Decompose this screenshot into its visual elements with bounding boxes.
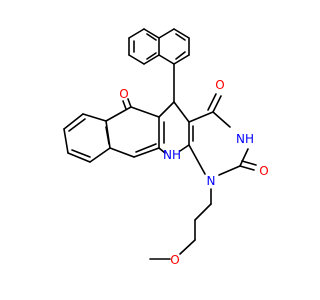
bond [127,98,132,108]
bond [105,106,132,122]
bond-double-inner [175,33,186,41]
bond [194,203,212,221]
bond [63,113,84,130]
bond [188,144,206,175]
bond [109,147,135,158]
bond-layer [63,28,257,260]
bond [212,95,222,113]
atom-label-imide-nitrogen: NH [236,132,254,146]
bond-double-inner [175,51,186,60]
bond [158,54,175,65]
atom-label-ketone-oxygen: O [119,87,128,101]
bond [173,54,190,65]
bond [143,54,160,65]
bond-double-inner [146,33,157,41]
bond [130,106,160,118]
bond [207,93,217,111]
bond [179,239,196,255]
bond [158,101,175,118]
bond [173,28,190,39]
bond [67,152,91,163]
atom-label-c2-oxygen: O [259,164,268,178]
atom-label-c4-oxygen: O [215,78,224,92]
bond [188,111,214,123]
bond [89,147,111,163]
bond [241,160,257,166]
bond [128,54,145,65]
bond [143,28,160,39]
bond [179,144,190,152]
bond-double-inner [68,118,86,132]
bond [173,101,190,123]
bond [218,165,241,176]
bond [158,147,166,154]
bond [212,111,231,128]
bond [82,113,107,122]
atom-label-ether-oxygen: O [170,253,179,267]
bond-double-inner [135,143,157,153]
atom-label-amine-nitrogen: NH [163,148,181,162]
bond [128,28,145,39]
bond [239,165,255,171]
atom-label-ring-nitrogen: N [207,174,216,188]
bond-double-inner [105,126,110,145]
bond-double-inner [71,149,91,158]
bond [158,28,175,39]
bond [63,128,69,154]
bond-double-inner [146,52,157,60]
molecule-diagram: O O O O NH NH N [63,28,269,267]
bond [239,148,249,167]
atom-label-layer: O O O O NH NH N [119,78,268,267]
bond [122,100,127,110]
bond [133,147,160,158]
